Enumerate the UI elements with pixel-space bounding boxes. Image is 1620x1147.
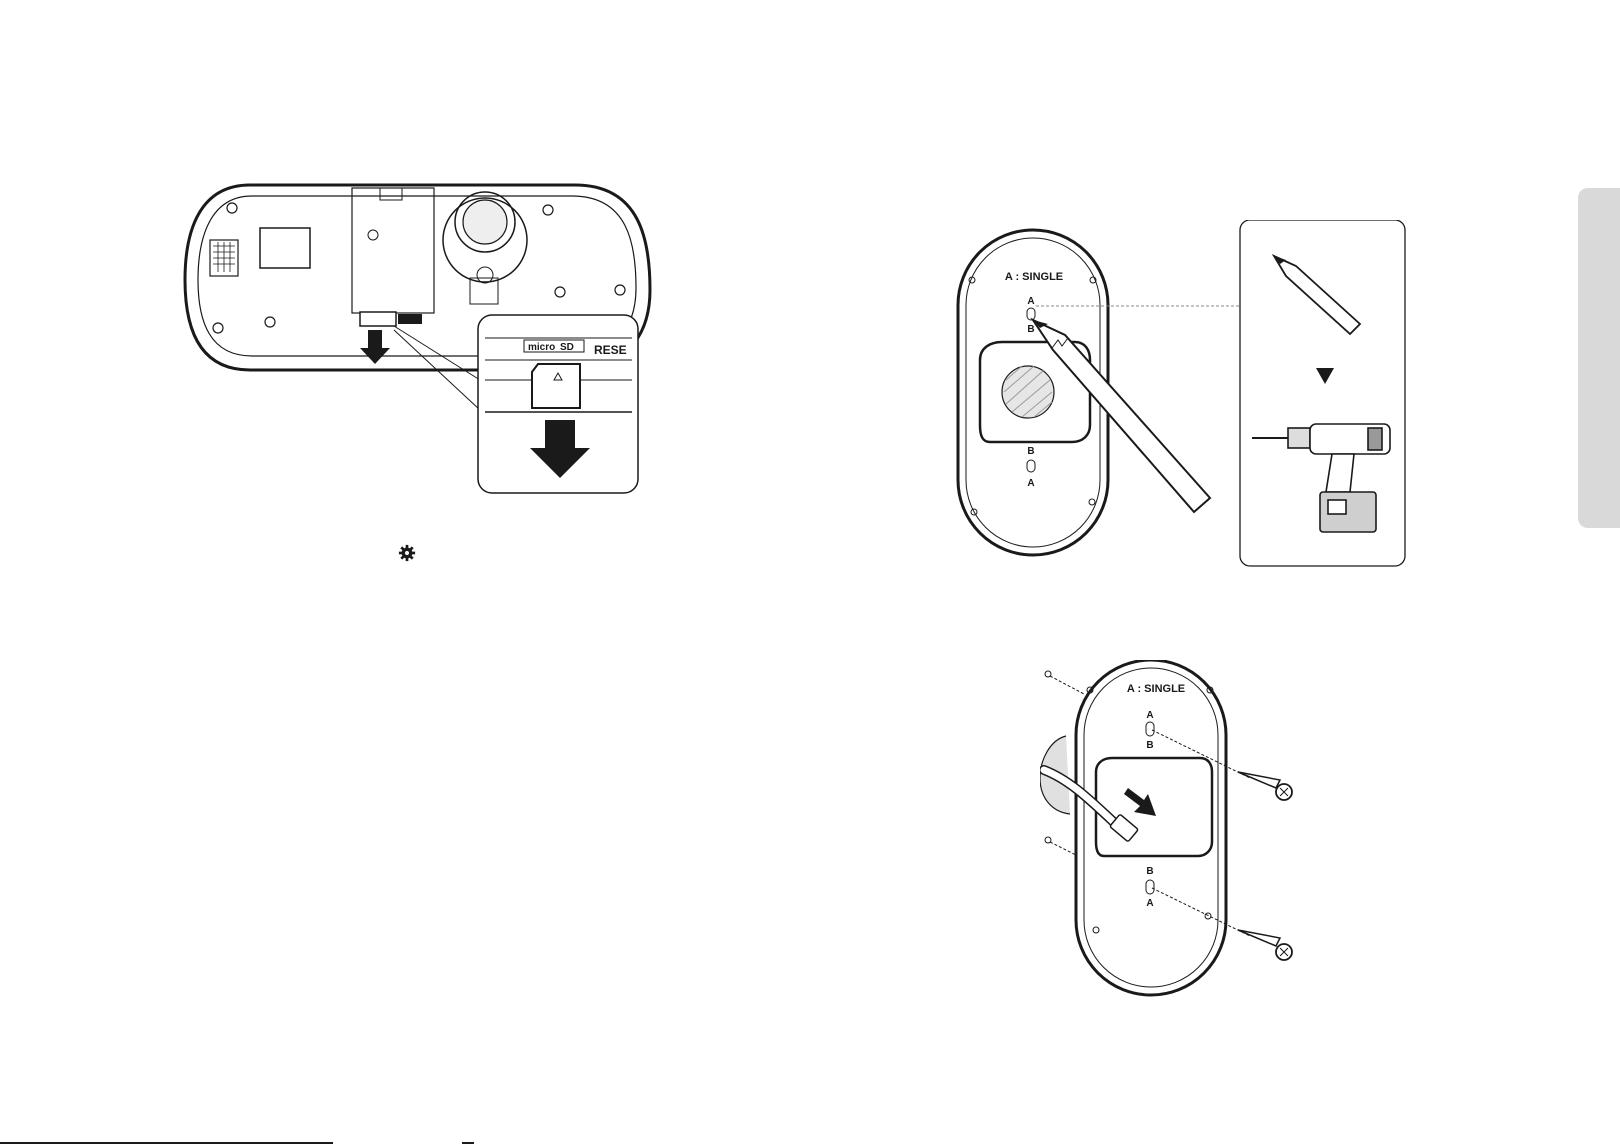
hole-label-a-top-2: A	[1146, 710, 1153, 721]
hole-label-b-top: B	[1027, 324, 1034, 335]
label-sd: SD	[560, 342, 574, 353]
mark-and-drill-illustration: A : SINGLE A B B A	[940, 220, 1440, 590]
hole-label-b-bottom-2: B	[1146, 866, 1153, 877]
screw-top-icon	[1238, 772, 1292, 800]
sd-card	[532, 364, 580, 408]
plate-label: A : SINGLE	[1005, 271, 1063, 283]
screw-bottom-icon	[1238, 930, 1292, 960]
hole-label-b-bottom: B	[1027, 446, 1034, 457]
footer-page-mark	[462, 1142, 474, 1144]
sd-card-illustration: micro SD RESE	[180, 180, 660, 510]
wall-mount-illustration: A : SINGLE A B B A	[1040, 660, 1350, 1005]
hole-label-b-top-2: B	[1146, 740, 1153, 751]
label-micro: micro	[528, 342, 555, 353]
section-tab	[1578, 188, 1620, 528]
plate-label-2: A : SINGLE	[1127, 683, 1185, 695]
label-reset: RESE	[594, 343, 627, 357]
hole-label-a-bottom: A	[1027, 478, 1034, 489]
footer-rule	[0, 1142, 333, 1144]
hole-label-a-top: A	[1027, 296, 1034, 307]
gear-icon	[398, 544, 416, 562]
hole-label-a-bottom-2: A	[1146, 898, 1153, 909]
